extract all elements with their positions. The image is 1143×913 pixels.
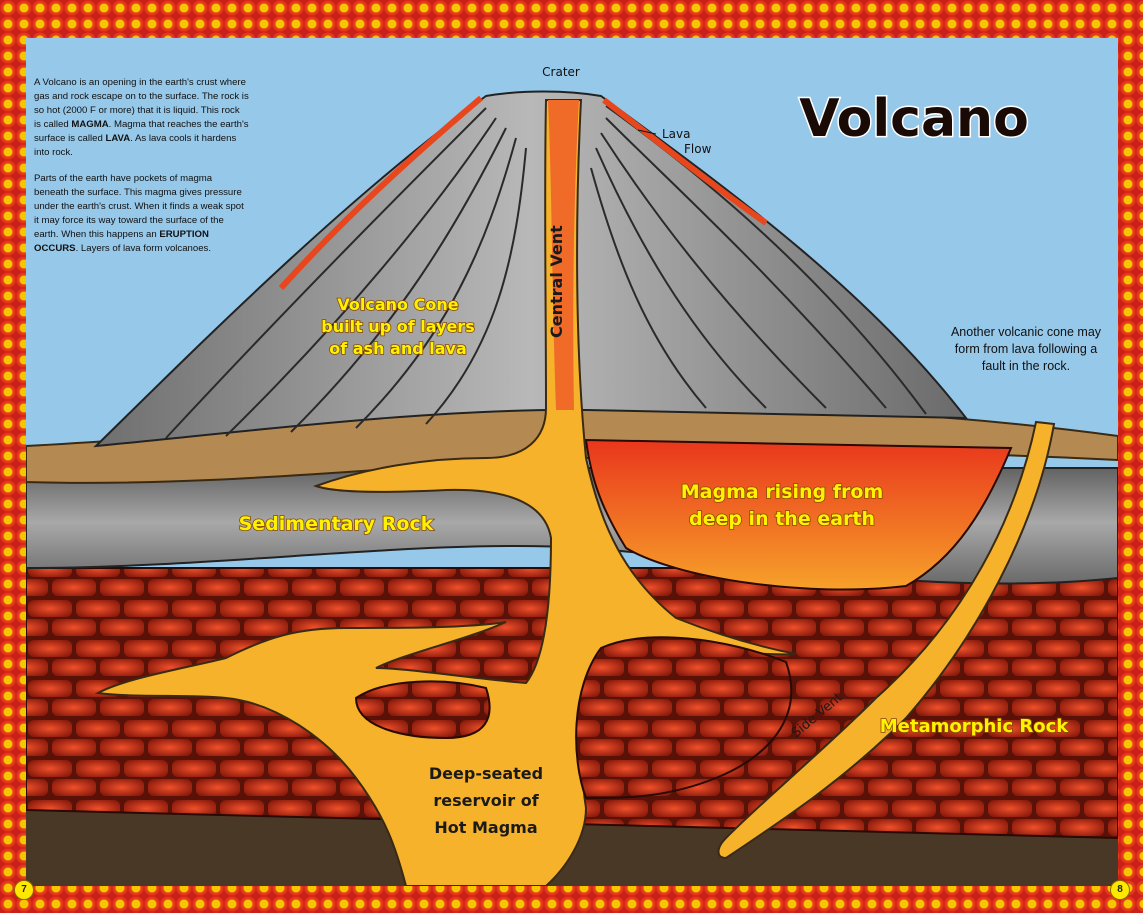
page-number-left: 7 — [14, 880, 34, 900]
volcano-diagram: Volcano Crater Lava Flow Central Vent Vo… — [26, 38, 1118, 886]
central-vent-label: Central Vent — [547, 225, 566, 338]
reservoir-label-line2: reservoir of — [416, 787, 556, 814]
reservoir-label-line1: Deep-seated — [416, 760, 556, 787]
intro-keyword: LAVA — [105, 133, 130, 144]
lava-flow-label-line1: Lava — [662, 127, 691, 141]
volcano-cone-label-line3: of ash and lava — [329, 339, 467, 358]
metamorphic-rock-label: Metamorphic Rock — [880, 716, 1070, 737]
sedimentary-rock-label: Sedimentary Rock — [239, 513, 434, 535]
magma-label-line1: Magma rising from — [681, 481, 884, 503]
reservoir-label: Deep-seated reservoir of Hot Magma — [416, 760, 556, 841]
volcano-cone-label-line2: built up of layers — [321, 317, 474, 336]
reservoir-label-line3: Hot Magma — [416, 814, 556, 841]
another-cone-note: Another volcanic cone may form from lava… — [942, 324, 1110, 375]
intro-text: A Volcano is an opening in the earth's c… — [34, 76, 249, 268]
intro-paragraph-2: Parts of the earth have pockets of magma… — [34, 172, 249, 256]
intro-paragraph-1: A Volcano is an opening in the earth's c… — [34, 76, 249, 160]
magma-label-line2: deep in the earth — [689, 508, 875, 530]
page-number-right: 8 — [1110, 880, 1130, 900]
crater-label: Crater — [542, 65, 580, 79]
intro-text-run: Parts of the earth have pockets of magma… — [34, 173, 244, 240]
intro-keyword: MAGMA — [71, 119, 108, 130]
volcano-cone-label-line1: Volcano Cone — [337, 295, 458, 314]
page-title: Volcano — [799, 89, 1029, 149]
intro-text-run: . Layers of lava form volcanoes. — [76, 243, 211, 254]
lava-flow-label-line2: Flow — [684, 142, 712, 156]
